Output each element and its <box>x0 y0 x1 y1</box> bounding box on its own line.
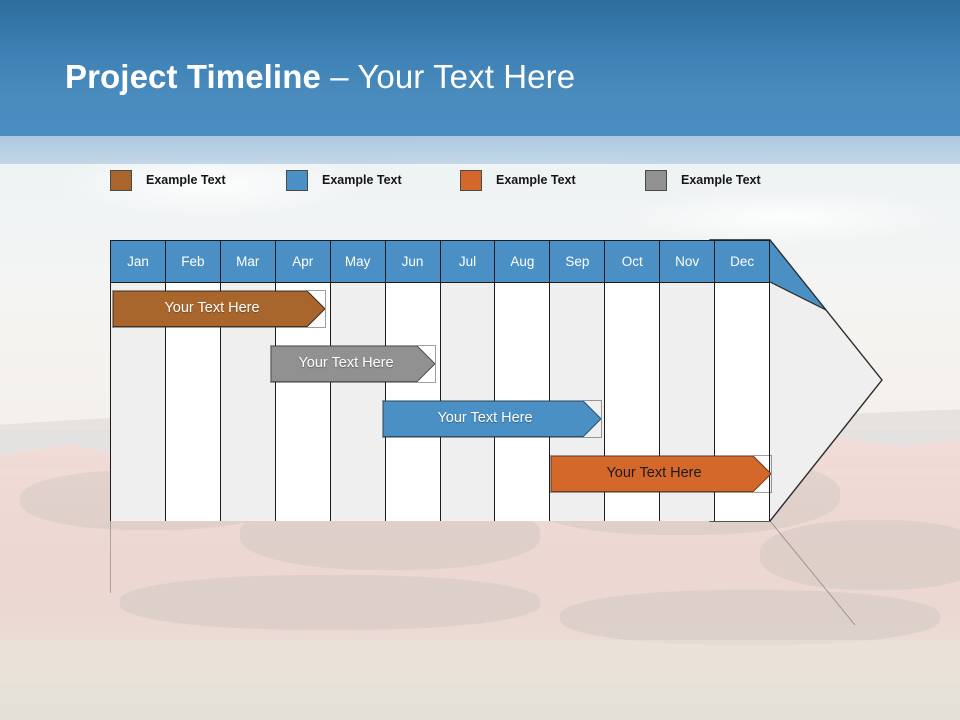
task-bar-1[interactable]: Your Text Here <box>112 290 326 328</box>
legend: Example Text Example Text Example Text E… <box>110 170 850 194</box>
timeline-column-aug[interactable]: Aug <box>495 241 551 521</box>
task-bar-2-shape <box>270 345 436 383</box>
legend-swatch-brown-icon <box>110 170 132 191</box>
legend-label-4: Example Text <box>681 173 761 187</box>
legend-swatch-orange-icon <box>460 170 482 191</box>
legend-item-3[interactable]: Example Text <box>460 170 576 191</box>
task-bar-4-label: Your Text Here <box>606 465 702 481</box>
timeline-column-jul[interactable]: Jul <box>440 241 496 521</box>
month-header-mar: Mar <box>220 241 275 283</box>
task-bar-4[interactable]: Your Text Here <box>550 455 772 493</box>
legend-item-1[interactable]: Example Text <box>110 170 226 191</box>
month-header-jun: Jun <box>385 241 440 283</box>
task-bar-1-shape <box>112 290 326 328</box>
month-header-aug: Aug <box>495 241 550 283</box>
timeline-column-mar[interactable]: Mar <box>220 241 276 521</box>
month-header-jan: Jan <box>111 241 165 283</box>
timeline-column-feb[interactable]: Feb <box>165 241 221 521</box>
month-header-apr: Apr <box>275 241 330 283</box>
legend-swatch-blue-icon <box>286 170 308 191</box>
month-header-dec: Dec <box>715 241 770 283</box>
legend-item-4[interactable]: Example Text <box>645 170 761 191</box>
month-header-oct: Oct <box>605 241 660 283</box>
task-bar-1-label: Your Text Here <box>164 300 260 316</box>
legend-swatch-gray-icon <box>645 170 667 191</box>
title-banner-strip <box>0 136 960 164</box>
page-title-light: – Your Text Here <box>320 58 576 95</box>
task-bar-3-shape <box>382 400 602 438</box>
month-header-sep: Sep <box>550 241 605 283</box>
month-header-feb: Feb <box>165 241 220 283</box>
timeline-column-jan[interactable]: Jan <box>111 241 166 521</box>
timeline-extension-line <box>110 521 111 593</box>
task-bar-2-label: Your Text Here <box>298 355 394 371</box>
legend-label-1: Example Text <box>146 173 226 187</box>
task-bar-4-shape <box>550 455 772 493</box>
task-bar-2[interactable]: Your Text Here <box>270 345 436 383</box>
timeline-chart: Jan Feb Mar Apr May Jun Jul Aug Sep Oct … <box>110 239 883 626</box>
timeline-column-may[interactable]: May <box>330 241 386 521</box>
task-bar-3-label: Your Text Here <box>437 410 533 426</box>
month-header-may: May <box>330 241 385 283</box>
month-header-nov: Nov <box>660 241 715 283</box>
month-header-jul: Jul <box>440 241 495 283</box>
task-bar-3[interactable]: Your Text Here <box>382 400 602 438</box>
page-title-strong: Project Timeline <box>65 58 321 95</box>
legend-label-3: Example Text <box>496 173 576 187</box>
legend-label-2: Example Text <box>322 173 402 187</box>
month-cell-may <box>330 283 385 521</box>
page-title: Project Timeline – Your Text Here <box>65 58 575 96</box>
title-banner <box>0 0 960 136</box>
legend-item-2[interactable]: Example Text <box>286 170 402 191</box>
